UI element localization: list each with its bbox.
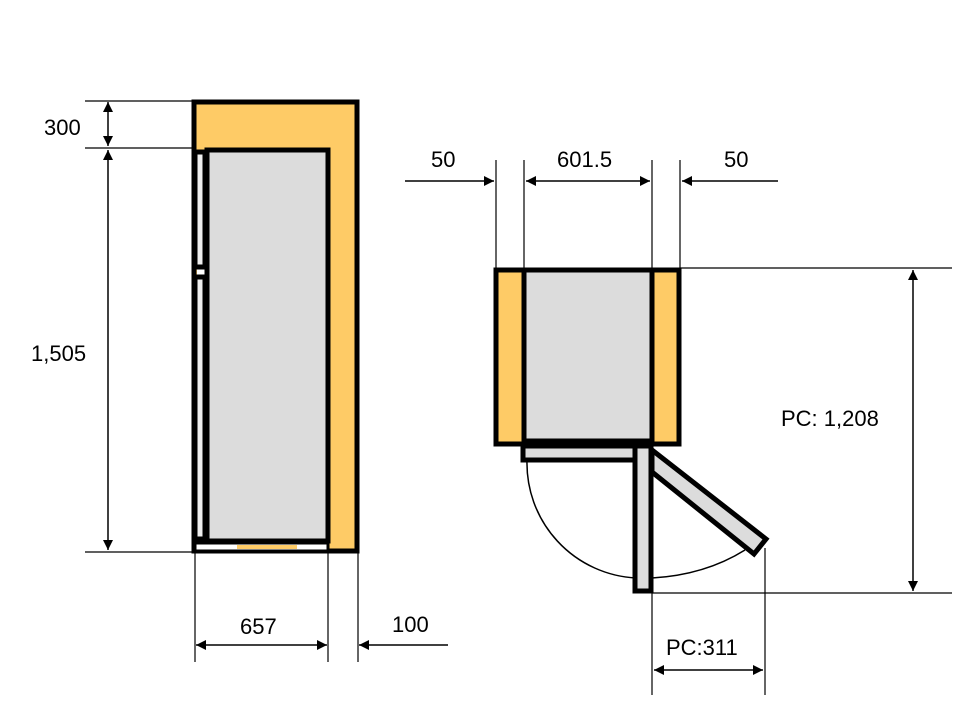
door-swing-arc-right	[651, 549, 746, 579]
label-rear-gap: 100	[392, 612, 429, 637]
door-swing-arc	[526, 459, 637, 579]
label-height: 1,505	[31, 341, 86, 366]
top-view: 50 601.5 50 PC: 1,208 PC:311	[405, 147, 952, 695]
interior-compartment	[204, 147, 331, 544]
lower-door	[192, 274, 208, 542]
cabinet-top-interior	[521, 267, 655, 444]
side-view: 300 1,505 657 100	[31, 99, 448, 662]
label-door-swing: PC:311	[666, 635, 738, 660]
door-open-90	[632, 443, 654, 594]
label-depth-open: PC: 1,208	[781, 406, 879, 431]
label-right-gap: 50	[724, 147, 748, 172]
label-depth: 657	[240, 614, 277, 639]
door-open-angled	[649, 444, 770, 558]
base-insulation	[237, 545, 297, 549]
upper-door	[192, 149, 208, 270]
label-width: 601.5	[557, 147, 612, 172]
label-left-gap: 50	[431, 147, 455, 172]
label-top: 300	[44, 115, 81, 140]
door-closed-part	[520, 443, 638, 463]
